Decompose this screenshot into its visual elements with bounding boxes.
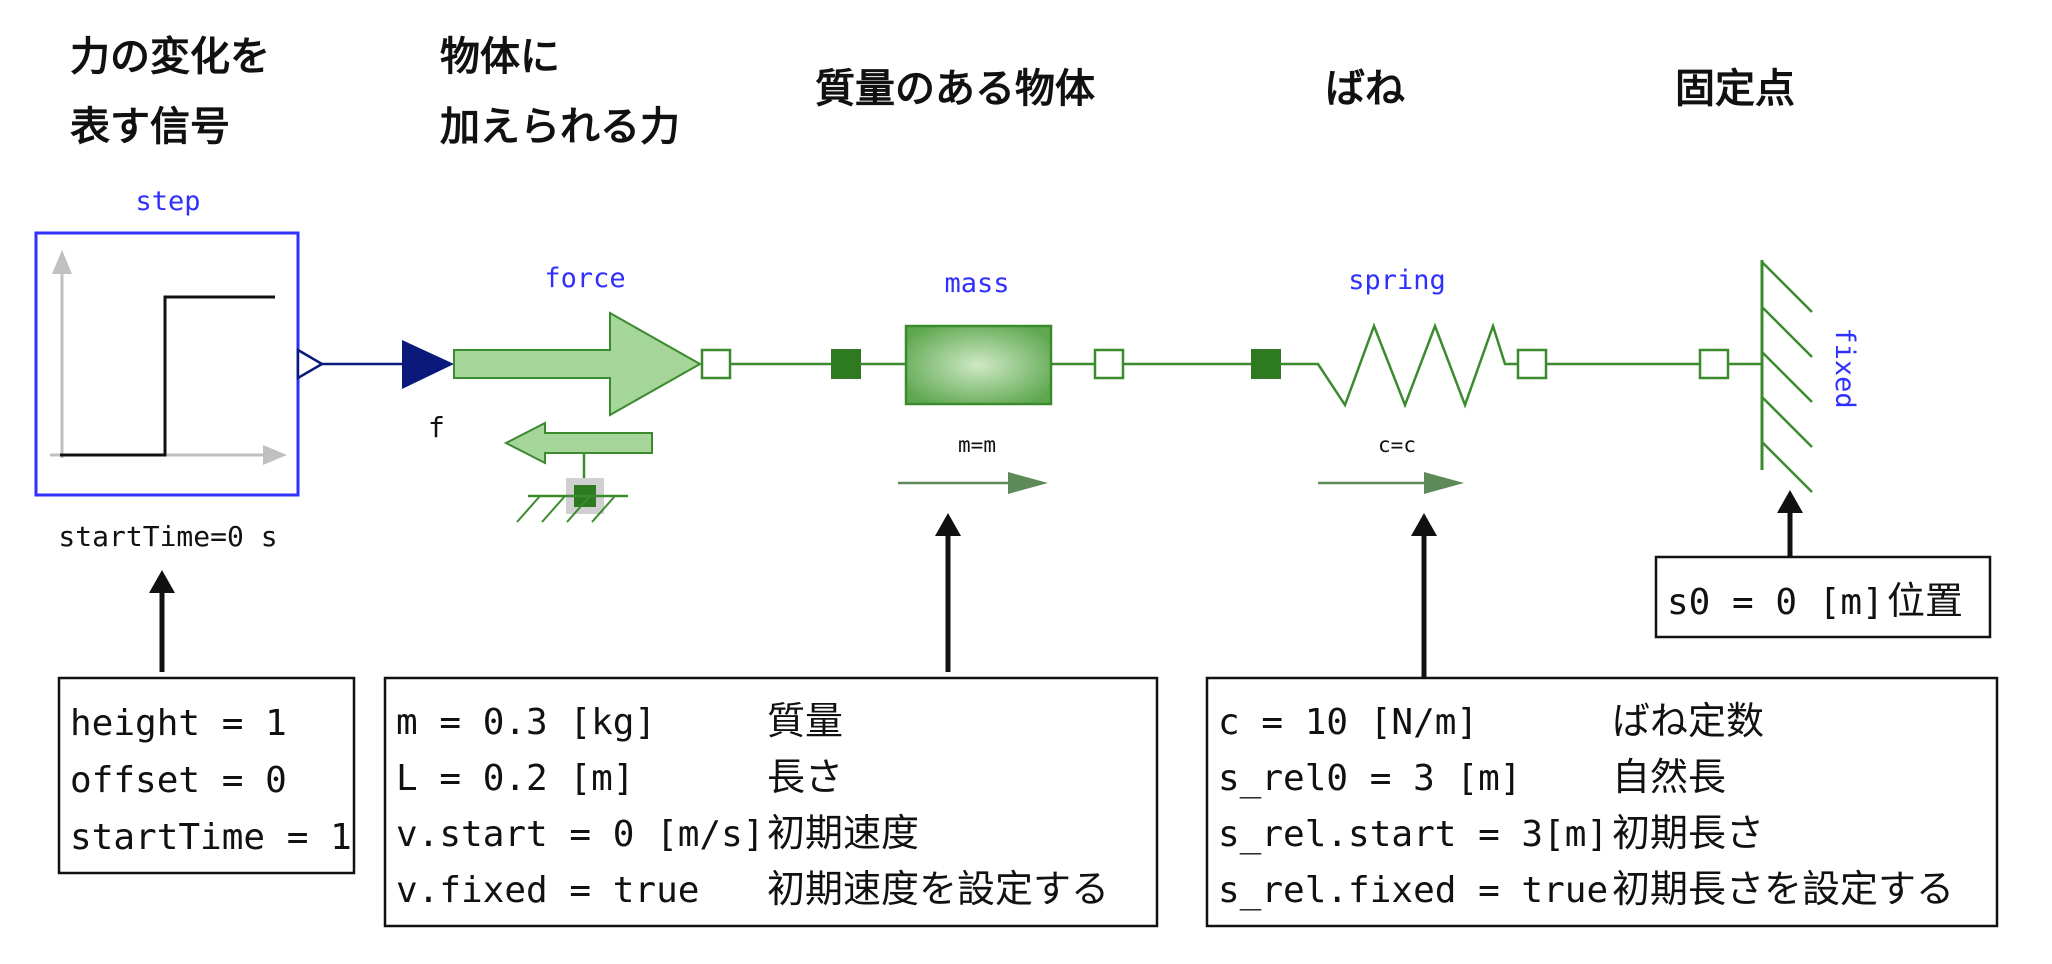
param-desc: 質量	[767, 699, 843, 743]
pointer-arrow-mass	[935, 513, 961, 672]
spring-flange-a[interactable]	[1251, 349, 1281, 379]
force-block[interactable]: force f	[402, 263, 732, 523]
fixed-ground-icon	[1760, 260, 1813, 493]
header-fixed: 固定点	[1675, 66, 1795, 112]
step-output-port[interactable]	[296, 347, 325, 381]
param-desc: ばね定数	[1612, 699, 1764, 743]
pointer-arrow-spring	[1411, 513, 1437, 680]
param-expr: s_rel.fixed = true	[1218, 870, 1608, 911]
param-line: startTime = 1	[70, 817, 352, 858]
param-expr: L = 0.2 [m]	[396, 758, 634, 799]
param-expr: v.fixed = true	[396, 870, 699, 911]
param-box-spring: c = 10 [N/m] ばね定数 s_rel0 = 3 [m] 自然長 s_r…	[1205, 676, 1999, 928]
param-box-step: height = 1 offset = 0 startTime = 1	[57, 676, 356, 875]
mass-body-icon	[904, 324, 1053, 406]
param-desc: 初期速度を設定する	[767, 867, 1109, 911]
param-box-mass: m = 0.3 [kg] 質量 L = 0.2 [m] 長さ v.start =…	[383, 676, 1159, 928]
spring-coil-icon	[1280, 322, 1518, 409]
param-expr: c = 10 [N/m]	[1218, 702, 1478, 743]
param-desc: 初期長さを設定する	[1612, 867, 1954, 911]
mass-flange-a[interactable]	[831, 349, 861, 379]
param-desc: 自然長	[1612, 755, 1726, 799]
spring-block[interactable]: spring c=c	[1251, 265, 1548, 494]
param-desc: 位置	[1887, 579, 1963, 623]
spring-name-label: spring	[1348, 265, 1446, 296]
force-support-icon	[503, 421, 653, 523]
fixed-block[interactable]: fixed	[1698, 260, 1860, 493]
mass-block[interactable]: mass m=m	[831, 268, 1125, 494]
spring-flange-b[interactable]	[1516, 348, 1548, 380]
mass-param-label: m=m	[958, 433, 996, 457]
param-desc: 初期速度	[767, 811, 919, 855]
step-icon-box[interactable]	[34, 231, 300, 497]
param-line: height = 1	[70, 703, 287, 744]
param-box-fixed: s0 = 0 [m] 位置	[1654, 555, 1992, 639]
param-expr: s_rel0 = 3 [m]	[1218, 758, 1521, 799]
header-spring: ばね	[1325, 66, 1405, 112]
header-signal-line2: 表す信号	[70, 104, 230, 150]
param-desc: 初期長さ	[1612, 811, 1764, 855]
force-input-port[interactable]	[402, 340, 454, 389]
param-expr: m = 0.3 [kg]	[396, 702, 656, 743]
force-arrow-icon	[453, 311, 703, 417]
mass-direction-arrow-icon	[898, 472, 1048, 494]
force-flange-port[interactable]	[700, 348, 732, 380]
param-expr: s0 = 0 [m]	[1667, 582, 1884, 623]
spring-direction-arrow-icon	[1318, 472, 1464, 494]
param-line: offset = 0	[70, 760, 287, 801]
param-expr: s_rel.start = 3[m]	[1218, 814, 1608, 855]
force-name-label: force	[544, 263, 625, 294]
header-signal-line1: 力の変化を	[70, 34, 270, 80]
header-force-line2: 加えられる力	[440, 104, 680, 150]
step-param-label: startTime=0 s	[58, 520, 277, 553]
mass-name-label: mass	[944, 268, 1009, 299]
param-expr: v.start = 0 [m/s]	[396, 814, 764, 855]
step-graph-icon	[50, 250, 287, 465]
mass-flange-b[interactable]	[1093, 348, 1125, 380]
param-desc: 長さ	[767, 755, 843, 799]
pointer-arrow-step	[149, 570, 175, 672]
spring-param-label: c=c	[1378, 433, 1416, 457]
pointer-arrow-fixed	[1777, 490, 1803, 557]
header-force-line1: 物体に	[440, 34, 560, 80]
fixed-flange[interactable]	[1698, 348, 1730, 380]
step-name-label: step	[135, 186, 200, 217]
step-block[interactable]: step startTime=0 s	[34, 186, 325, 553]
header-mass: 質量のある物体	[815, 66, 1095, 112]
force-port-label: f	[428, 411, 445, 444]
fixed-name-label: fixed	[1829, 327, 1860, 408]
